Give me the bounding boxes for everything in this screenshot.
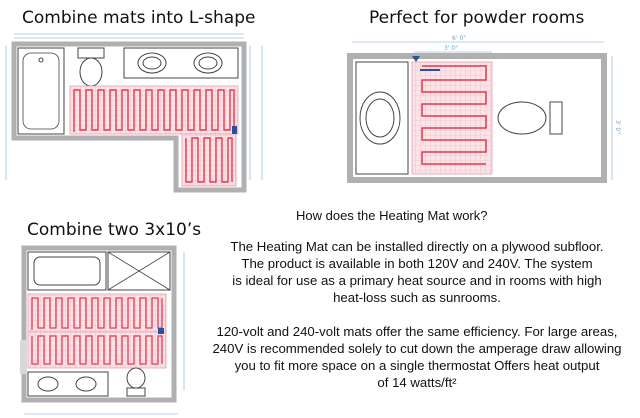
paragraph-2-line: 240V is recommended solely to cut down t… <box>212 341 622 356</box>
mat-width-label: 3' 0" <box>444 45 458 52</box>
door-opening <box>20 340 26 374</box>
thermostat-icon <box>412 56 420 62</box>
heating-mat <box>411 61 493 175</box>
heading-combine-two: Combine two 3x10’s <box>27 220 202 240</box>
toilet <box>77 47 105 87</box>
heading-powder-rooms: Perfect for powder rooms <box>369 8 585 28</box>
toilet <box>126 367 146 397</box>
dimension-lines <box>24 252 185 415</box>
combine-two-floor-plan <box>20 245 185 415</box>
shower <box>107 251 171 291</box>
heating-mat-vertical <box>181 133 237 187</box>
heating-cable-vertical <box>185 137 233 183</box>
toilet <box>497 101 563 135</box>
dimension-lines <box>5 33 263 180</box>
info-title: How does the Heating Mat work? <box>296 208 488 223</box>
paragraph-2-line: 120-volt and 240-volt mats offer the sam… <box>216 324 618 339</box>
info-paragraph-1: The Heating Mat can be installed directl… <box>190 238 640 306</box>
bathtub <box>17 47 65 135</box>
heating-cable <box>421 65 487 165</box>
powder-room-floor-plan: 6' 0" 3' 0" 3' 0" <box>347 35 621 183</box>
paragraph-1-line: is ideal for use as a primary heat sourc… <box>232 273 602 288</box>
heating-mat-bottom <box>27 331 167 369</box>
room-depth-label: 3' 0" <box>614 120 621 134</box>
heading-l-shape: Combine mats into L-shape <box>22 8 256 28</box>
l-shape-floor-plan <box>5 33 263 193</box>
thermostat-icon <box>232 126 237 134</box>
paragraph-1-line: heat-loss such as sunrooms. <box>333 290 501 305</box>
paragraph-2-line: you to fit more space on a single thermo… <box>234 358 600 373</box>
heating-cable-top <box>31 297 163 330</box>
double-vanity <box>123 47 239 79</box>
dimension-lines <box>352 41 613 180</box>
paragraph-1-line: The product is available in both 120V an… <box>241 256 593 271</box>
double-vanity <box>27 371 109 397</box>
bathtub <box>27 251 107 291</box>
paragraph-1-line: The Heating Mat can be installed directl… <box>230 239 604 254</box>
paragraph-2-line: of 14 watts/ft² <box>377 375 457 390</box>
info-paragraph-2: 120-volt and 240-volt mats offer the sam… <box>190 323 640 391</box>
heating-mat-top <box>27 293 167 333</box>
heating-cable-bottom <box>31 335 163 365</box>
overall-width-label: 6' 0" <box>452 35 466 42</box>
vanity-sink <box>355 61 409 175</box>
heating-mat-horizontal <box>69 85 239 135</box>
thermostat-icon <box>158 328 164 334</box>
heating-cable-horizontal <box>73 89 235 132</box>
